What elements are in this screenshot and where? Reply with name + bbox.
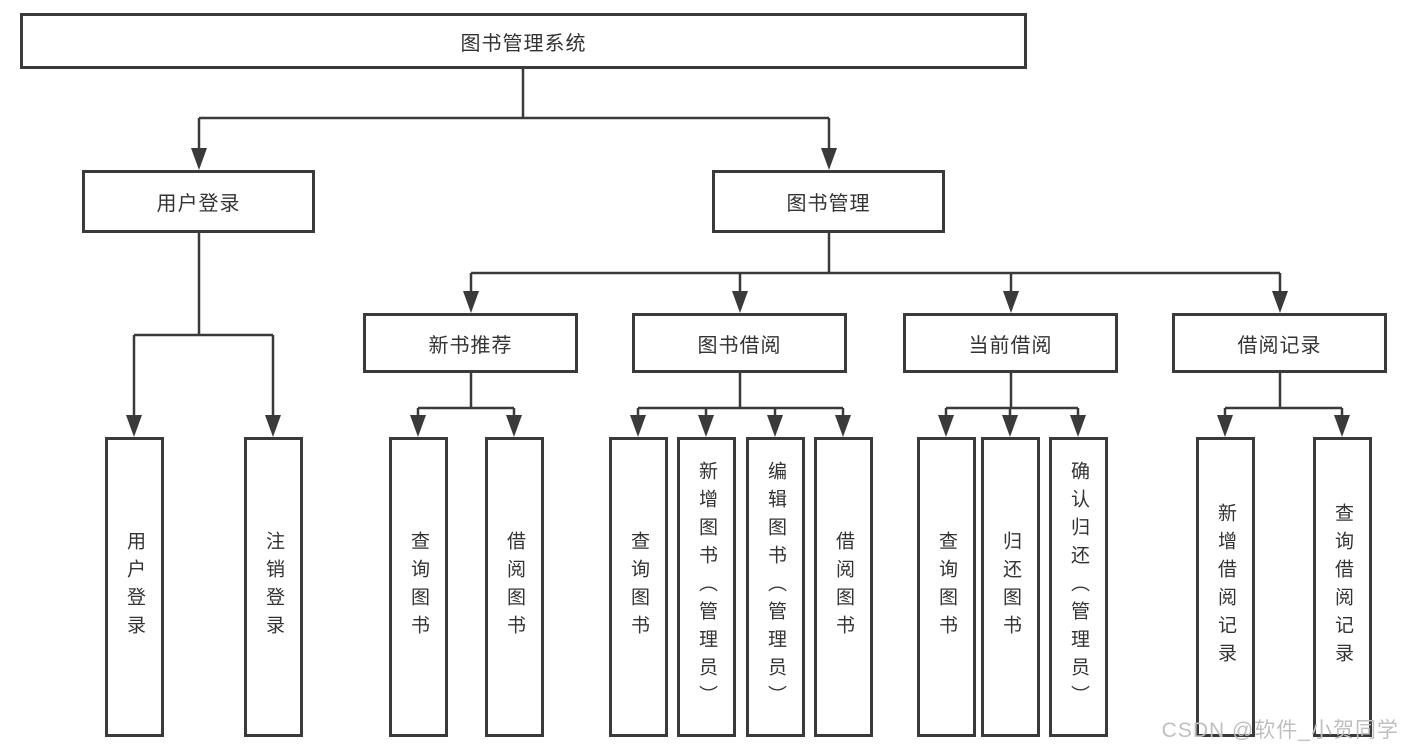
leaf-current-return-book: 归还图书 bbox=[981, 437, 1040, 737]
watermark: CSDN @软件_小贺同学 bbox=[1161, 719, 1399, 742]
arrowhead bbox=[1334, 415, 1350, 437]
node-borrow-records: 借阅记录 bbox=[1172, 313, 1387, 373]
arrowhead bbox=[463, 291, 479, 313]
leaf-recommend-borrow-book: 借阅图书 bbox=[485, 437, 544, 737]
arrowhead bbox=[1217, 415, 1233, 437]
leaf-borrow-borrow-book: 借阅图书 bbox=[814, 437, 873, 737]
arrowhead bbox=[938, 415, 954, 437]
connector-root-to-level2 bbox=[191, 69, 837, 170]
node-current-borrow: 当前借阅 bbox=[903, 313, 1118, 373]
arrowhead bbox=[630, 415, 646, 437]
arrowhead bbox=[1272, 291, 1288, 313]
leaf-logout: 注销登录 bbox=[244, 437, 303, 737]
arrowhead bbox=[821, 148, 837, 170]
arrowhead bbox=[767, 415, 783, 437]
node-new-book-recommend: 新书推荐 bbox=[363, 313, 578, 373]
arrowhead bbox=[1002, 415, 1018, 437]
node-book-borrow: 图书借阅 bbox=[632, 313, 847, 373]
leaf-records-query-record: 查询借阅记录 bbox=[1313, 437, 1372, 737]
leaf-recommend-query-book: 查询图书 bbox=[389, 437, 448, 737]
arrowhead bbox=[126, 415, 142, 437]
leaf-borrow-query-book: 查询图书 bbox=[609, 437, 668, 737]
arrowhead bbox=[410, 415, 426, 437]
connector-borrow-records-children bbox=[1217, 373, 1350, 437]
arrowhead bbox=[1003, 291, 1019, 313]
node-book-management: 图书管理 bbox=[712, 170, 945, 233]
connector-book-management-children bbox=[463, 233, 1288, 313]
arrowhead bbox=[1070, 415, 1086, 437]
arrowhead bbox=[506, 415, 522, 437]
leaf-records-add-record: 新增借阅记录 bbox=[1196, 437, 1255, 737]
node-root: 图书管理系统 bbox=[20, 13, 1027, 69]
leaf-borrow-add-book-admin: 新增图书（管理员） bbox=[677, 437, 736, 737]
connector-new-book-recommend-children bbox=[410, 373, 522, 437]
arrowhead bbox=[191, 148, 207, 170]
arrowhead bbox=[732, 291, 748, 313]
connector-book-borrow-children bbox=[630, 373, 851, 437]
leaf-borrow-edit-book-admin: 编辑图书（管理员） bbox=[746, 437, 805, 737]
connector-current-borrow-children bbox=[938, 373, 1086, 437]
arrowhead bbox=[698, 415, 714, 437]
node-user-login: 用户登录 bbox=[82, 170, 315, 233]
arrowhead bbox=[835, 415, 851, 437]
leaf-user-login: 用户登录 bbox=[105, 437, 164, 737]
leaf-current-query-book: 查询图书 bbox=[917, 437, 976, 737]
connector-user-login-children bbox=[126, 233, 281, 437]
leaf-current-confirm-return-admin: 确认归还（管理员） bbox=[1049, 437, 1108, 737]
arrowhead bbox=[265, 415, 281, 437]
